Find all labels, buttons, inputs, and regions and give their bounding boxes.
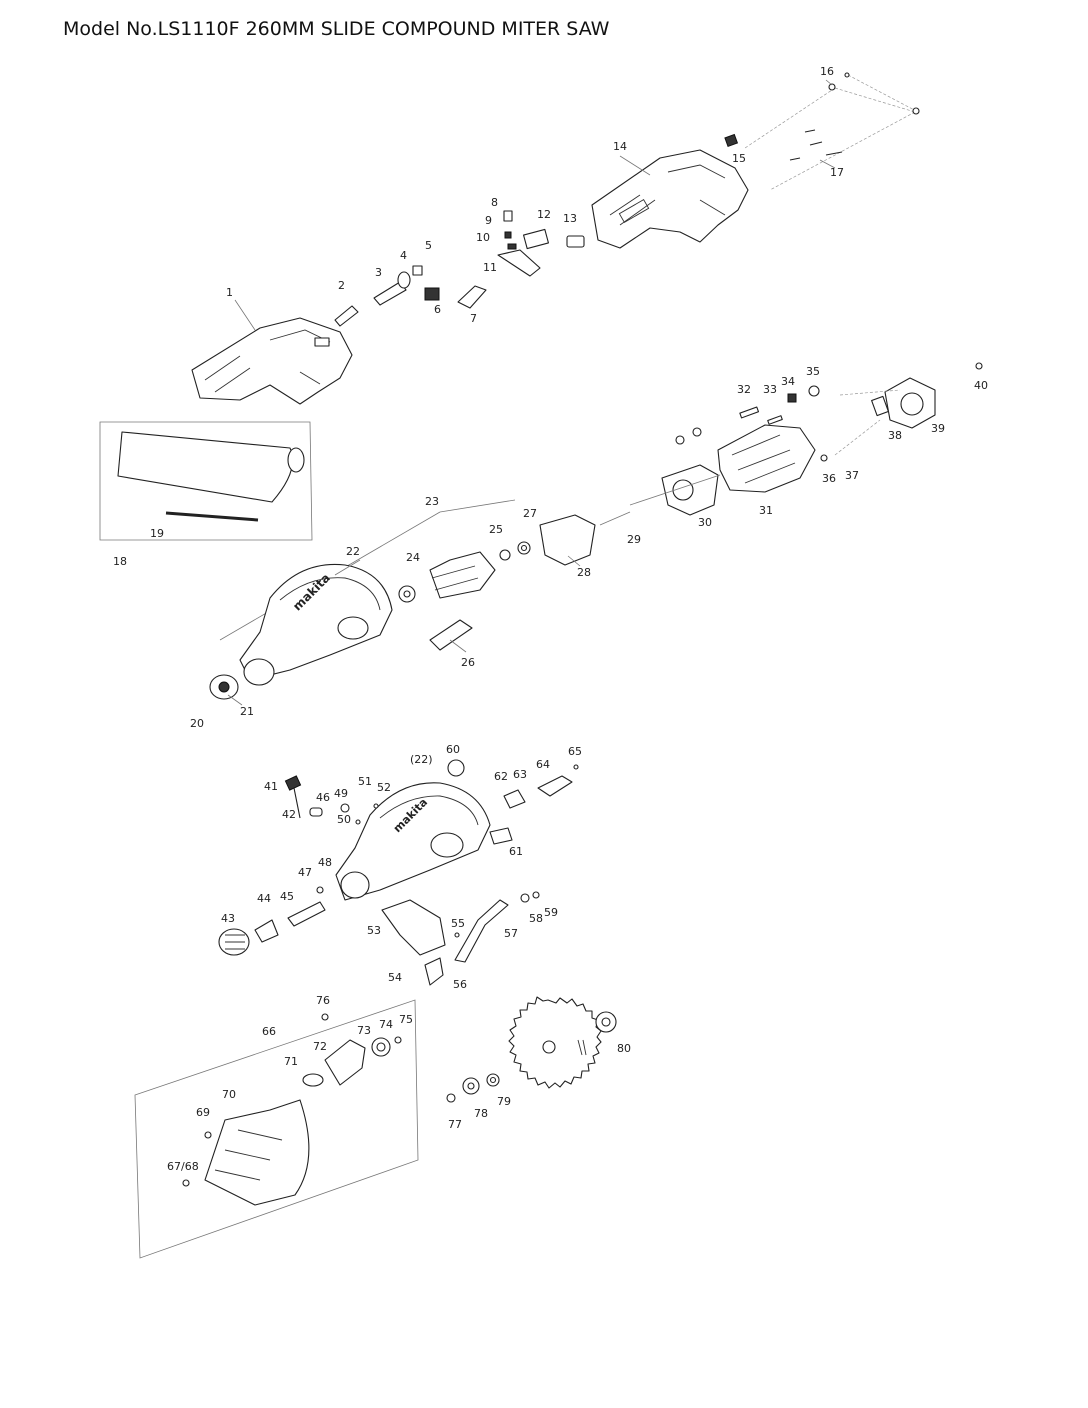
callout-49: 49 (334, 787, 348, 800)
callout-16: 16 (820, 65, 834, 78)
callout-6: 6 (434, 303, 441, 316)
callout-22: 22 (346, 545, 360, 558)
callout-11: 11 (483, 261, 497, 274)
callout-28: 28 (577, 566, 591, 579)
callout-24: 24 (406, 551, 420, 564)
callout-67-68: 67/68 (167, 1160, 199, 1173)
callout-36: 36 (822, 472, 836, 485)
callout-65: 65 (568, 745, 582, 758)
callout-55: 55 (451, 917, 465, 930)
callout-4: 4 (400, 249, 407, 262)
callout-5: 5 (425, 239, 432, 252)
small-parts-2-7 (334, 265, 487, 327)
handle-half-right (591, 149, 749, 249)
callout-46: 46 (316, 791, 330, 804)
callout-62: 62 (494, 770, 508, 783)
callout-59: 59 (544, 906, 558, 919)
callout-53: 53 (367, 924, 381, 937)
callout-21: 21 (240, 705, 254, 718)
dust-bag-box (99, 421, 313, 541)
callout-23: 23 (425, 495, 439, 508)
handle-half-left (191, 317, 353, 405)
callout-64: 64 (536, 758, 550, 771)
blade-case-lower-assembly: makita (218, 759, 579, 986)
callout-3: 3 (375, 266, 382, 279)
callout-60: 60 (446, 743, 460, 756)
callout-50: 50 (337, 813, 351, 826)
callout-8: 8 (491, 196, 498, 209)
callout-75: 75 (399, 1013, 413, 1026)
callout-76: 76 (316, 994, 330, 1007)
callout-69: 69 (196, 1106, 210, 1119)
callout-79: 79 (497, 1095, 511, 1108)
callout-22-ref: (22) (410, 753, 433, 766)
saw-blade (446, 996, 617, 1103)
callout-17: 17 (830, 166, 844, 179)
callout-71: 71 (284, 1055, 298, 1068)
motor-housing (539, 385, 820, 566)
callout-63: 63 (513, 768, 527, 781)
callout-10: 10 (476, 231, 490, 244)
callout-40: 40 (974, 379, 988, 392)
callout-54: 54 (388, 971, 402, 984)
callout-30: 30 (698, 516, 712, 529)
callout-56: 56 (453, 978, 467, 991)
callout-13: 13 (563, 212, 577, 225)
callout-9: 9 (485, 214, 492, 227)
callout-47: 47 (298, 866, 312, 879)
callout-72: 72 (313, 1040, 327, 1053)
callout-58: 58 (529, 912, 543, 925)
callout-61: 61 (509, 845, 523, 858)
callout-15: 15 (732, 152, 746, 165)
callout-35: 35 (806, 365, 820, 378)
safety-cover-assembly (134, 999, 419, 1259)
callout-27: 27 (523, 507, 537, 520)
callout-32: 32 (737, 383, 751, 396)
callouts: 1 2 3 4 5 6 7 8 9 10 11 12 13 14 15 16 1… (113, 65, 988, 1173)
callout-42: 42 (282, 808, 296, 821)
callout-34: 34 (781, 375, 795, 388)
callout-25: 25 (489, 523, 503, 536)
screws-16-17 (724, 72, 920, 191)
callout-48: 48 (318, 856, 332, 869)
leader-lines (227, 79, 836, 706)
callout-12: 12 (537, 208, 551, 221)
callout-52: 52 (377, 781, 391, 794)
callout-20: 20 (190, 717, 204, 730)
blade-case-upper: makita (209, 563, 393, 700)
callout-44: 44 (257, 892, 271, 905)
callout-77: 77 (448, 1118, 462, 1131)
callout-43: 43 (221, 912, 235, 925)
callout-31: 31 (759, 504, 773, 517)
callout-18: 18 (113, 555, 127, 568)
callout-66: 66 (262, 1025, 276, 1038)
callout-80: 80 (617, 1042, 631, 1055)
callout-7: 7 (470, 312, 477, 325)
callout-38: 38 (888, 429, 902, 442)
callout-70: 70 (222, 1088, 236, 1101)
callout-57: 57 (504, 927, 518, 940)
callout-14: 14 (613, 140, 627, 153)
callout-74: 74 (379, 1018, 393, 1031)
diagram-title: Model No.LS1110F 260MM SLIDE COMPOUND MI… (63, 18, 610, 40)
callout-51: 51 (358, 775, 372, 788)
callout-41: 41 (264, 780, 278, 793)
callout-33: 33 (763, 383, 777, 396)
callout-2: 2 (338, 279, 345, 292)
callout-26: 26 (461, 656, 475, 669)
callout-19: 19 (150, 527, 164, 540)
callout-29: 29 (627, 533, 641, 546)
callout-73: 73 (357, 1024, 371, 1037)
callout-45: 45 (280, 890, 294, 903)
switch-parts (497, 210, 585, 277)
callout-37: 37 (845, 469, 859, 482)
callout-78: 78 (474, 1107, 488, 1120)
brush-holder (675, 362, 983, 462)
callout-1: 1 (226, 286, 233, 299)
callout-39: 39 (931, 422, 945, 435)
